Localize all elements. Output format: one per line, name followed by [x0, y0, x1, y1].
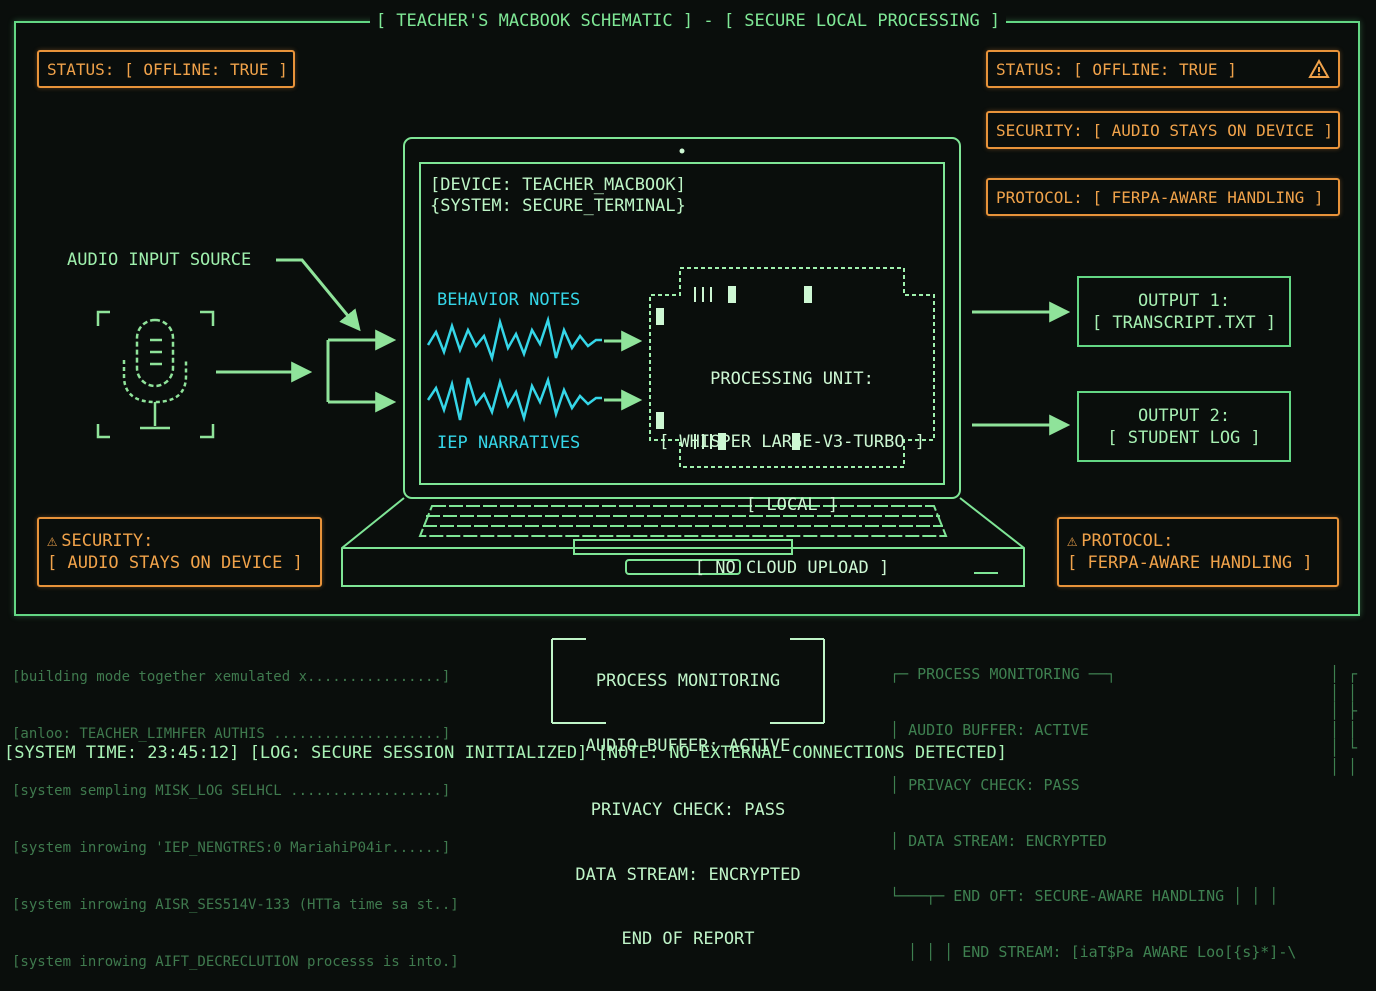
log-line: [building mode together xemulated x.....… [12, 669, 451, 685]
status-badge-right: STATUS: [ OFFLINE: TRUE ] [986, 50, 1340, 88]
output-2-box: OUTPUT 2:[ STUDENT LOG ] [1077, 391, 1291, 462]
log-line: [system inrowing 'IEP_NENGTRES:0 Mariahi… [12, 840, 451, 856]
warning-icon: ⚠ [47, 531, 58, 551]
security-box: ⚠SECURITY: [ AUDIO STAYS ON DEVICE ] [37, 517, 322, 587]
protocol-badge-right: PROTOCOL: [ FERPA-AWARE HANDLING ] [986, 178, 1340, 216]
stream-label-iep: IEP NARRATIVES [437, 433, 581, 453]
arrow-right-icon [216, 258, 397, 413]
schematic-title: [ TEACHER'S MACBOOK SCHEMATIC ] - [ SECU… [0, 11, 1376, 31]
microphone-icon [96, 310, 215, 439]
processing-unit-ticks [656, 286, 812, 450]
status-bar: [SYSTEM TIME: 23:45:12] [LOG: SECURE SES… [4, 743, 1008, 763]
report-frame [551, 638, 825, 724]
warning-icon: ⚠ [1067, 531, 1078, 551]
ghost-brackets: │ ┌│ ││ ├│ ││ └│ │ [1330, 665, 1358, 776]
log-line: [system sempling MISK_LOG SELHCL .......… [12, 783, 451, 799]
protocol-box: ⚠PROTOCOL: [ FERPA-AWARE HANDLING ] [1057, 517, 1339, 587]
system-log: [building mode together xemulated x.....… [12, 630, 459, 991]
device-label: [DEVICE: TEACHER_MACBOOK]{SYSTEM: SECURE… [430, 175, 686, 216]
warning-icon [1308, 59, 1330, 78]
audio-input-label: AUDIO INPUT SOURCE [67, 250, 252, 270]
laptop-icon [341, 137, 1025, 587]
log-line: [anloo: TEACHER_LIMHFER AUTHIS .........… [12, 726, 451, 742]
log-line: [system inrowing AIFT_DECRECLUTION proce… [12, 954, 459, 970]
schematic-diagram [96, 137, 1071, 587]
log-line: [system inrowing AISR_SES514V-133 (HTTa … [12, 897, 459, 913]
waveform-icon [426, 315, 602, 423]
processing-unit-frame [649, 267, 935, 468]
processing-unit-text: PROCESSING UNIT: [ WHISPER LARGE-V3-TURB… [658, 369, 926, 578]
output-1-box: OUTPUT 1:[ TRANSCRIPT.TXT ] [1077, 276, 1291, 347]
stream-label-behavior: BEHAVIOR NOTES [437, 290, 581, 310]
status-badge-left: STATUS: [ OFFLINE: TRUE ] [37, 50, 295, 88]
arrow-right-icon [604, 330, 643, 411]
security-badge-right: SECURITY: [ AUDIO STAYS ON DEVICE ] [986, 111, 1340, 149]
ghost-report: ┌─ PROCESS MONITORING ──┐ │ AUDIO BUFFER… [890, 665, 1297, 961]
arrow-right-icon [972, 301, 1071, 436]
process-monitoring-report: PROCESS MONITORING AUDIO BUFFER: ACTIVE … [575, 671, 801, 949]
